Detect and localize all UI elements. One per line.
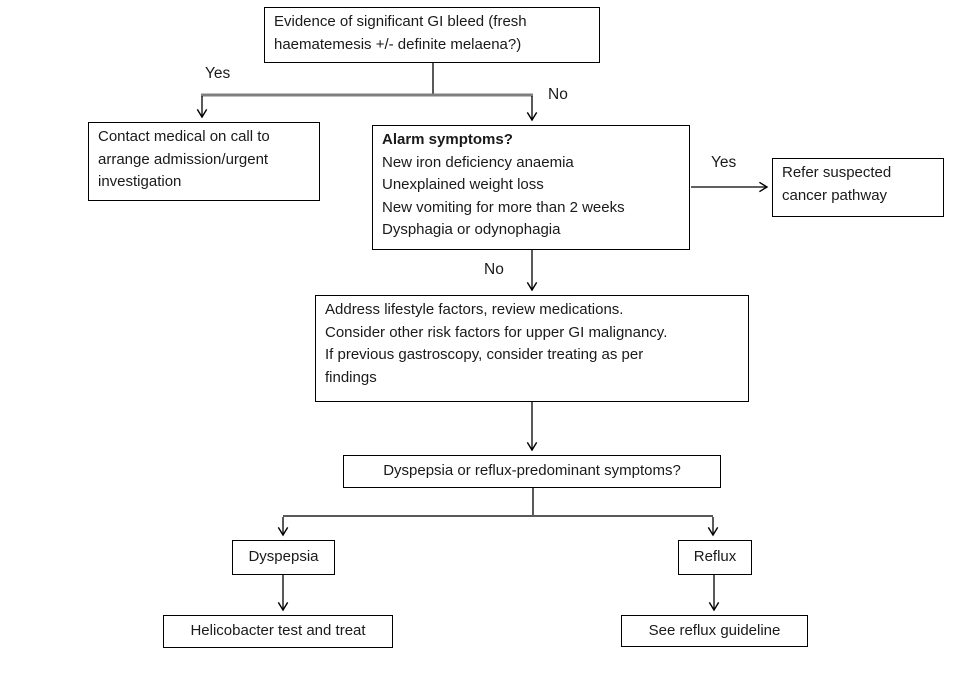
node-gi-bleed-question: Evidence of significant GI bleed (fresh … (264, 7, 600, 63)
node-refer-suspected-cancer-pathway: Refer suspected cancer pathway (772, 158, 944, 217)
node-address-lifestyle-factors: Address lifestyle factors, review medica… (315, 295, 749, 402)
edge-label-no-down: No (484, 261, 504, 278)
alarm-symptom-item: Unexplained weight loss (382, 176, 544, 193)
node-reflux: Reflux (678, 540, 752, 575)
node-dyspepsia: Dyspepsia (232, 540, 335, 575)
alarm-symptoms-title: Alarm symptoms? (382, 131, 513, 148)
alarm-symptom-item: Dysphagia or odynophagia (382, 221, 561, 238)
node-alarm-symptoms: Alarm symptoms? New iron deficiency anae… (372, 125, 690, 250)
alarm-symptom-item: New vomiting for more than 2 weeks (382, 198, 625, 216)
node-see-reflux-guideline: See reflux guideline (621, 615, 808, 647)
edge-label-yes-cancer: Yes (711, 154, 737, 171)
node-helicobacter-test-and-treat: Helicobacter test and treat (163, 615, 393, 648)
edge-label-yes: Yes (205, 65, 231, 82)
node-contact-medical-on-call: Contact medical on call to arrange admis… (88, 122, 320, 201)
edge-label-no: No (548, 86, 568, 103)
alarm-symptom-item: New iron deficiency anaemia (382, 153, 574, 171)
node-dyspepsia-or-reflux-question: Dyspepsia or reflux-predominant symptoms… (343, 455, 721, 488)
